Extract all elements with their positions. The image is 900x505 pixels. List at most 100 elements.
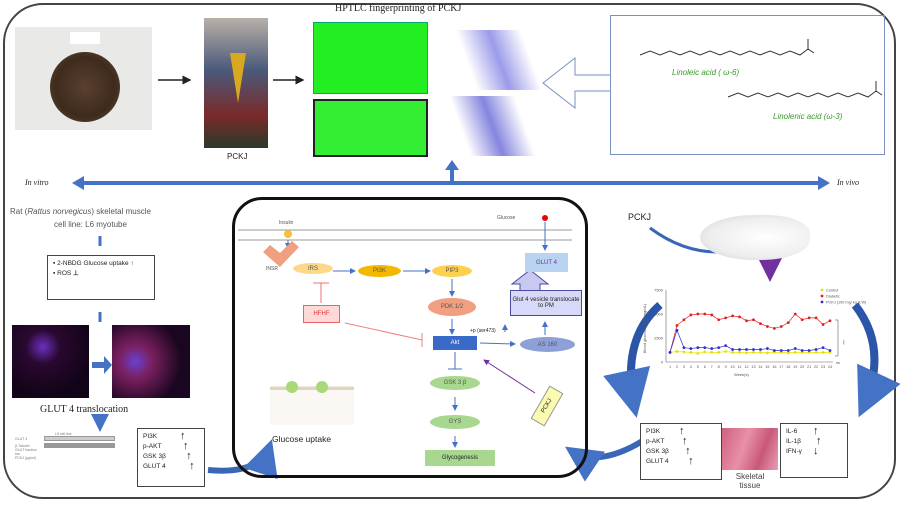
data-point xyxy=(689,351,693,354)
fatty-acid-box xyxy=(610,15,885,155)
skeletal-tissue-image xyxy=(722,428,778,470)
data-point xyxy=(772,351,776,354)
chart-x-tick: 9 xyxy=(725,365,727,369)
data-point xyxy=(807,316,811,320)
cell-model-line1: Rat (Rattus norvegicus) skeletal muscle xyxy=(10,207,151,216)
extract-label: PCKJ xyxy=(227,152,248,161)
western-blot: L6 cell line GLUT 4 β-Tubulin GLUT fract… xyxy=(15,432,115,480)
legend-label: Control xyxy=(826,289,838,293)
chart-x-tick: 18 xyxy=(786,365,790,369)
data-point xyxy=(828,349,832,352)
chart-x-tick: 5 xyxy=(697,365,699,369)
densitogram-3d-2 xyxy=(432,96,540,156)
data-point xyxy=(731,351,735,354)
data-point xyxy=(682,318,686,322)
chart-x-tick: 10 xyxy=(730,365,734,369)
chart-x-tick: 19 xyxy=(793,365,797,369)
linoleic-structure xyxy=(639,39,815,56)
data-point xyxy=(807,351,811,354)
data-point xyxy=(779,325,783,328)
data-point xyxy=(731,348,735,351)
glucose-icon xyxy=(542,215,548,221)
data-point xyxy=(821,351,825,354)
chart-x-tick: 7 xyxy=(711,365,713,369)
linoleic-acid-label: Linoleic acid ( ω-6) xyxy=(672,68,740,77)
up-arrows-icon: ↑ ↑ ↑ ↑ xyxy=(180,430,195,472)
legend-marker xyxy=(820,288,824,292)
gys-node: GYS xyxy=(430,415,480,429)
insr-label: INSR xyxy=(266,266,278,272)
vesicle-node: Glut 4 vesicle translocate to PM xyxy=(510,290,582,316)
hollow-arrow-left xyxy=(542,56,610,110)
data-point xyxy=(710,313,714,317)
data-point xyxy=(682,346,686,349)
chart-x-tick: 4 xyxy=(690,365,692,369)
data-point xyxy=(745,319,748,323)
data-point xyxy=(724,316,728,320)
phospho-label: +p (ser473) xyxy=(470,328,496,334)
insulin-icon xyxy=(284,230,292,238)
chart-x-tick: 13 xyxy=(751,365,755,369)
chart-x-tick: 24 xyxy=(828,365,832,369)
pi3k-node: PI3K xyxy=(358,265,401,277)
chart-x-tick: 2 xyxy=(676,365,678,369)
glycogenesis-node: Glycogenesis xyxy=(425,450,495,466)
data-point xyxy=(814,316,818,320)
data-point xyxy=(786,351,790,355)
chart-x-tick: 16 xyxy=(772,365,776,369)
data-point xyxy=(724,344,728,348)
data-point xyxy=(675,324,679,327)
data-point xyxy=(828,319,832,323)
data-point xyxy=(703,350,707,354)
cytokine-arrows-icon: ↑ ↑↓ xyxy=(813,425,822,457)
chart-x-tick: 17 xyxy=(779,365,783,369)
cell-model-line2: cell line: L6 myotube xyxy=(54,220,127,229)
densitogram-3d-1 xyxy=(432,30,540,90)
chart-x-tick: 23 xyxy=(821,365,825,369)
data-point xyxy=(800,349,804,352)
data-point xyxy=(745,348,748,351)
gsk3b-node: GSK 3 β xyxy=(430,376,480,390)
outer-frame xyxy=(3,3,896,499)
data-point xyxy=(814,348,818,351)
data-point xyxy=(759,351,762,354)
data-point xyxy=(724,350,728,353)
data-point xyxy=(752,318,755,322)
up-arrows-icon: ↑ ↑ ↑ ↑ xyxy=(679,425,694,467)
chart-y-tick: 2500 xyxy=(654,336,664,341)
chart-ylabel: Blood glucose level (mg/dL) xyxy=(642,303,648,354)
data-point xyxy=(717,346,721,349)
curved-arrow-to-cytokines xyxy=(851,302,900,418)
series-line-diabetic xyxy=(669,313,831,353)
data-point xyxy=(772,327,776,330)
chart-y-tick: 0 xyxy=(661,360,664,365)
data-point xyxy=(821,323,825,326)
legend-label: Diabetic xyxy=(826,295,840,299)
series-line-pckj xyxy=(669,329,831,353)
insr-receptor-icon xyxy=(263,241,299,267)
linolenic-structure xyxy=(727,81,883,98)
ns-label: ns xyxy=(836,361,840,365)
curved-arrow-to-markers xyxy=(603,301,663,418)
glut4-translocation-label: GLUT 4 translocation xyxy=(40,404,129,415)
microscopy-control xyxy=(12,325,89,398)
extraction-photo xyxy=(204,18,268,148)
data-point xyxy=(772,349,776,352)
data-point xyxy=(779,351,783,354)
data-point xyxy=(765,325,769,328)
chart-x-tick: 14 xyxy=(758,365,762,369)
in-vitro-label: In vitro xyxy=(25,178,49,187)
insulin-label: Insulin xyxy=(279,220,294,226)
data-point xyxy=(793,351,797,354)
glucose-uptake-illustration xyxy=(270,355,354,425)
chart-x-tick: 8 xyxy=(718,365,720,369)
data-point xyxy=(731,314,735,318)
chart-x-tick: 1 xyxy=(669,365,671,369)
data-point xyxy=(703,312,707,316)
data-point xyxy=(689,313,693,317)
data-point xyxy=(793,347,797,350)
data-point xyxy=(682,350,686,354)
